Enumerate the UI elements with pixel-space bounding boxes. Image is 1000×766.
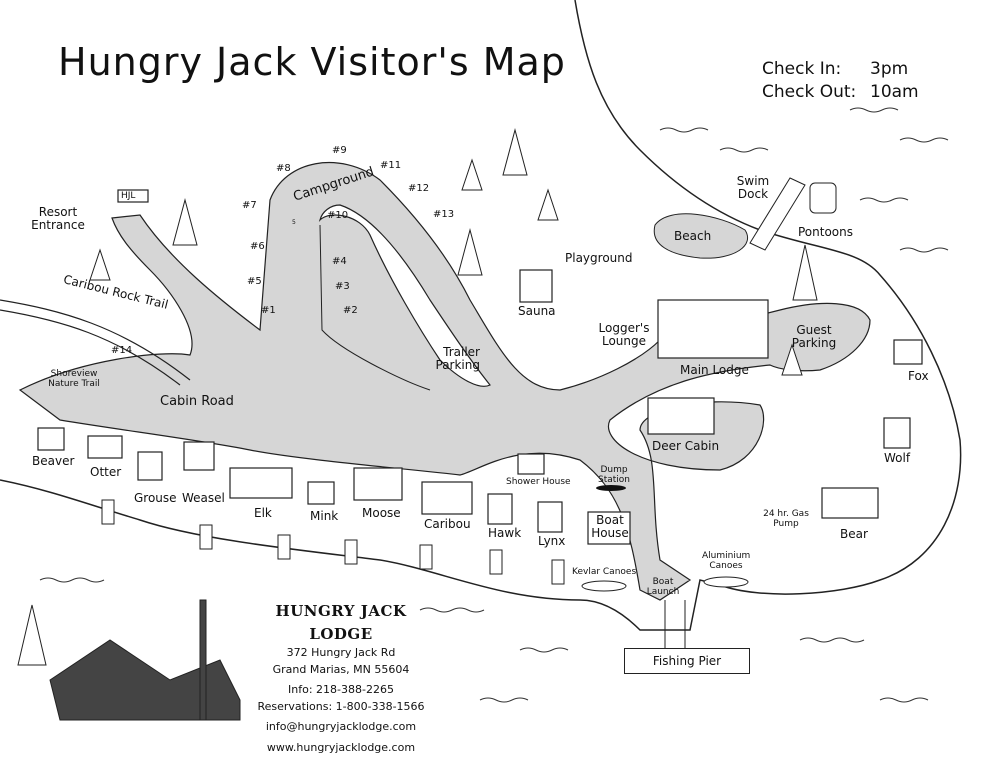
campsite-10: #10 [327,210,349,221]
entrance-sign: HJL [121,191,136,201]
label-beach: Beach [674,229,712,243]
label-otter: Otter [90,465,122,479]
website-link[interactable]: www.hungryjacklodge.com [266,740,416,754]
label-swim-dock: Swim Dock [736,174,770,202]
address-line-2: Grand Marias, MN 55604 [272,662,410,676]
check-in-value: 3pm [870,59,909,79]
label-boat-launch: Boat Launch [646,577,680,597]
label-hawk: Hawk [488,526,522,540]
campsite-1: #1 [261,305,276,316]
info-phone: Info: 218-388-2265 [288,683,394,696]
pier-walk [664,600,686,650]
label-main-lodge: Main Lodge [680,363,749,377]
beach-sand [653,213,748,259]
campsite-2: #2 [343,305,358,316]
lodge-contact-info: HUNGRY JACK LODGE 372 Hungry Jack Rd Gra… [256,600,426,756]
campsite-6: #6 [250,241,265,252]
label-kevlar-canoes: Kevlar Canoes [572,567,637,577]
label-boat-house: Boat House [591,513,629,541]
road-network [18,161,871,601]
label-shower-house: Shower House [506,477,571,487]
check-times: Check In: 3pm Check Out: 10am [762,58,919,104]
link-shoreview-trail[interactable]: Shoreview Nature Trail [48,369,100,389]
label-dump-station: Dump Station [598,465,630,485]
campsite-13: #13 [433,209,455,220]
lodge-name: HUNGRY JACK LODGE [275,602,407,643]
fishing-pier: Fishing Pier [624,648,750,674]
lodge-logo-drawing [49,599,241,721]
swim-dock [749,177,806,251]
label-loggers-lounge: Logger's Lounge [598,321,650,349]
label-sauna: Sauna [518,304,556,318]
campsite-7: #7 [242,200,257,211]
canoes [581,576,749,592]
label-bear: Bear [840,527,868,541]
campsite-11: #11 [380,160,402,171]
campsite-4: #4 [332,256,347,267]
label-playground: Playground [565,251,633,265]
check-out-label: Check Out: [762,81,857,102]
label-weasel: Weasel [182,491,225,505]
campsite-12: #12 [408,183,430,194]
label-mink: Mink [310,509,339,523]
label-aluminium-canoes: Aluminium Canoes [702,551,751,571]
cabin-docks [101,499,565,585]
label-wolf: Wolf [884,451,911,465]
campsite-5: #5 [247,276,262,287]
email-link[interactable]: info@hungryjacklodge.com [265,720,417,733]
label-moose: Moose [362,506,401,520]
caribou-rock-trail [0,299,191,381]
campsite-8: #8 [276,163,291,174]
address-line-1: 372 Hungry Jack Rd [286,646,396,659]
label-cabin-road: Cabin Road [160,394,234,409]
pontoon-boat [809,182,837,214]
label-fox: Fox [908,369,929,383]
label-guest-parking: Guest Parking [791,323,837,351]
page-title: Hungry Jack Visitor's Map [58,40,566,84]
label-gas-pump: 24 hr. Gas Pump [763,509,809,529]
label-elk: Elk [254,506,272,520]
campsite-9: #9 [332,145,347,156]
buildings [37,189,923,545]
campsite-14: #14 [111,345,133,356]
check-out-value: 10am [870,81,919,102]
lake-waves [39,107,949,703]
dump-station-pad [596,485,626,491]
reservations-phone: Reservations: 1-800-338-1566 [257,699,425,713]
label-pontoons: Pontoons [798,225,854,239]
label-deer-cabin: Deer Cabin [652,439,720,453]
pontoon-number: 5 [292,219,296,226]
label-beaver: Beaver [32,454,75,468]
check-in-label: Check In: [762,59,842,79]
label-lynx: Lynx [538,534,566,548]
label-grouse: Grouse [134,491,177,505]
trees [17,128,818,666]
label-caribou: Caribou [424,517,471,531]
label-trailer-parking: Trailer Parking [435,345,481,373]
campsite-3: #3 [335,281,350,292]
label-resort-entrance: Resort Entrance [31,205,85,233]
